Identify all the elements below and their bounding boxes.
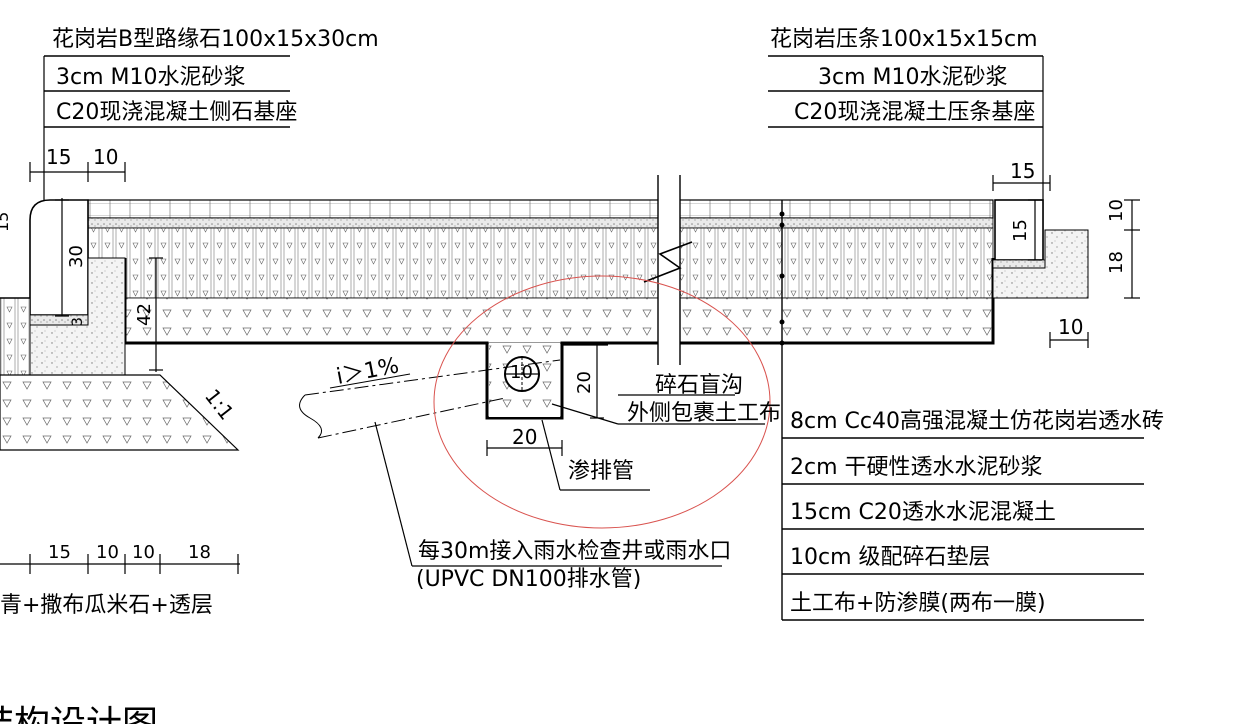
dim-strip-height: 15 (1010, 219, 1031, 242)
dim-depth: 42 (134, 303, 155, 326)
drain-pipe-label: 渗排管 (568, 459, 634, 484)
layer-table: 8cm Cc40高强混凝土仿花岗岩透水砖 2cm 干硬性透水水泥砂浆 15cm … (782, 409, 1164, 621)
dim-strip-width: 15 (1010, 159, 1035, 183)
layer-item: 15cm C20透水水泥混凝土 (790, 500, 1056, 525)
left-dimension-text: 15 10 30 15 3 42 1:1 15 10 10 18 青+撒布瓜米石… (0, 145, 239, 618)
curb-base-label: C20现浇混凝土侧石基座 (56, 100, 297, 125)
curb-mortar-label: 3cm M10水泥砂浆 (56, 65, 246, 90)
edge-strip (992, 199, 1089, 299)
dim-curb-height: 30 (66, 245, 87, 268)
right-dimension-text: 15 15 10 18 10 (1010, 159, 1127, 339)
curb-labels: 花岗岩B型路缘石100x15x30cm 3cm M10水泥砂浆 C20现浇混凝土… (43, 27, 379, 290)
connect-pipe-note: (UPVC DN100排水管) (416, 567, 641, 592)
layer-item: 土工布+防渗膜(两布一膜) (790, 591, 1046, 616)
dim-trench-width: 20 (512, 425, 537, 449)
dim-bottom-4: 18 (188, 542, 211, 563)
drawing-title: 结构设计图 (0, 704, 158, 724)
dim-bottom-3: 10 (132, 542, 155, 563)
dim-trench-height: 20 (574, 371, 595, 394)
right-dimensions (992, 175, 1140, 348)
strip-labels: 花岗岩压条100x15x15cm 3cm M10水泥砂浆 C20现浇混凝土压条基… (768, 27, 1044, 270)
left-dimensions (0, 162, 240, 574)
strip-title: 花岗岩压条100x15x15cm (770, 27, 1038, 52)
dim-curb-width: 15 (46, 145, 71, 169)
connect-note: 每30m接入雨水检查井或雨水口 (418, 539, 731, 564)
slope-label: i＞1% (334, 353, 401, 390)
layer-item: 8cm Cc40高强混凝土仿花岗岩透水砖 (790, 409, 1164, 434)
dim-curb-top: 15 (0, 212, 12, 232)
dim-curb-small: 3 (70, 317, 86, 326)
layer-item: 2cm 干硬性透水水泥砂浆 (790, 455, 1043, 480)
dim-right-18: 18 (1106, 251, 1127, 274)
dim-bottom-1: 15 (48, 542, 71, 563)
dim-curb-gap: 10 (93, 145, 118, 169)
curb-title: 花岗岩B型路缘石100x15x30cm (52, 27, 379, 52)
slope-lines (299, 359, 561, 439)
dim-bottom-2: 10 (96, 542, 119, 563)
geotextile-label: 外侧包裹土工布 (627, 401, 781, 426)
callouts (374, 275, 771, 567)
dim-right-10: 10 (1106, 199, 1127, 222)
break-mark (643, 175, 693, 365)
callout-text: 碎石盲沟 外侧包裹土工布 渗排管 每30m接入雨水检查井或雨水口 (UPVC D… (416, 373, 781, 592)
curb-stone (0, 199, 240, 451)
layer-item: 10cm 级配碎石垫层 (790, 545, 991, 570)
pavement-section (87, 199, 995, 420)
dim-pipe-diameter: 10 (510, 362, 533, 383)
layer-leader (779, 200, 785, 620)
gravel-trench-label: 碎石盲沟 (655, 373, 743, 398)
left-note: 青+撒布瓜米石+透层 (0, 593, 213, 618)
dim-strip-gap: 10 (1058, 315, 1083, 339)
strip-mortar-label: 3cm M10水泥砂浆 (818, 65, 1008, 90)
strip-base-label: C20现浇混凝土压条基座 (794, 100, 1035, 125)
